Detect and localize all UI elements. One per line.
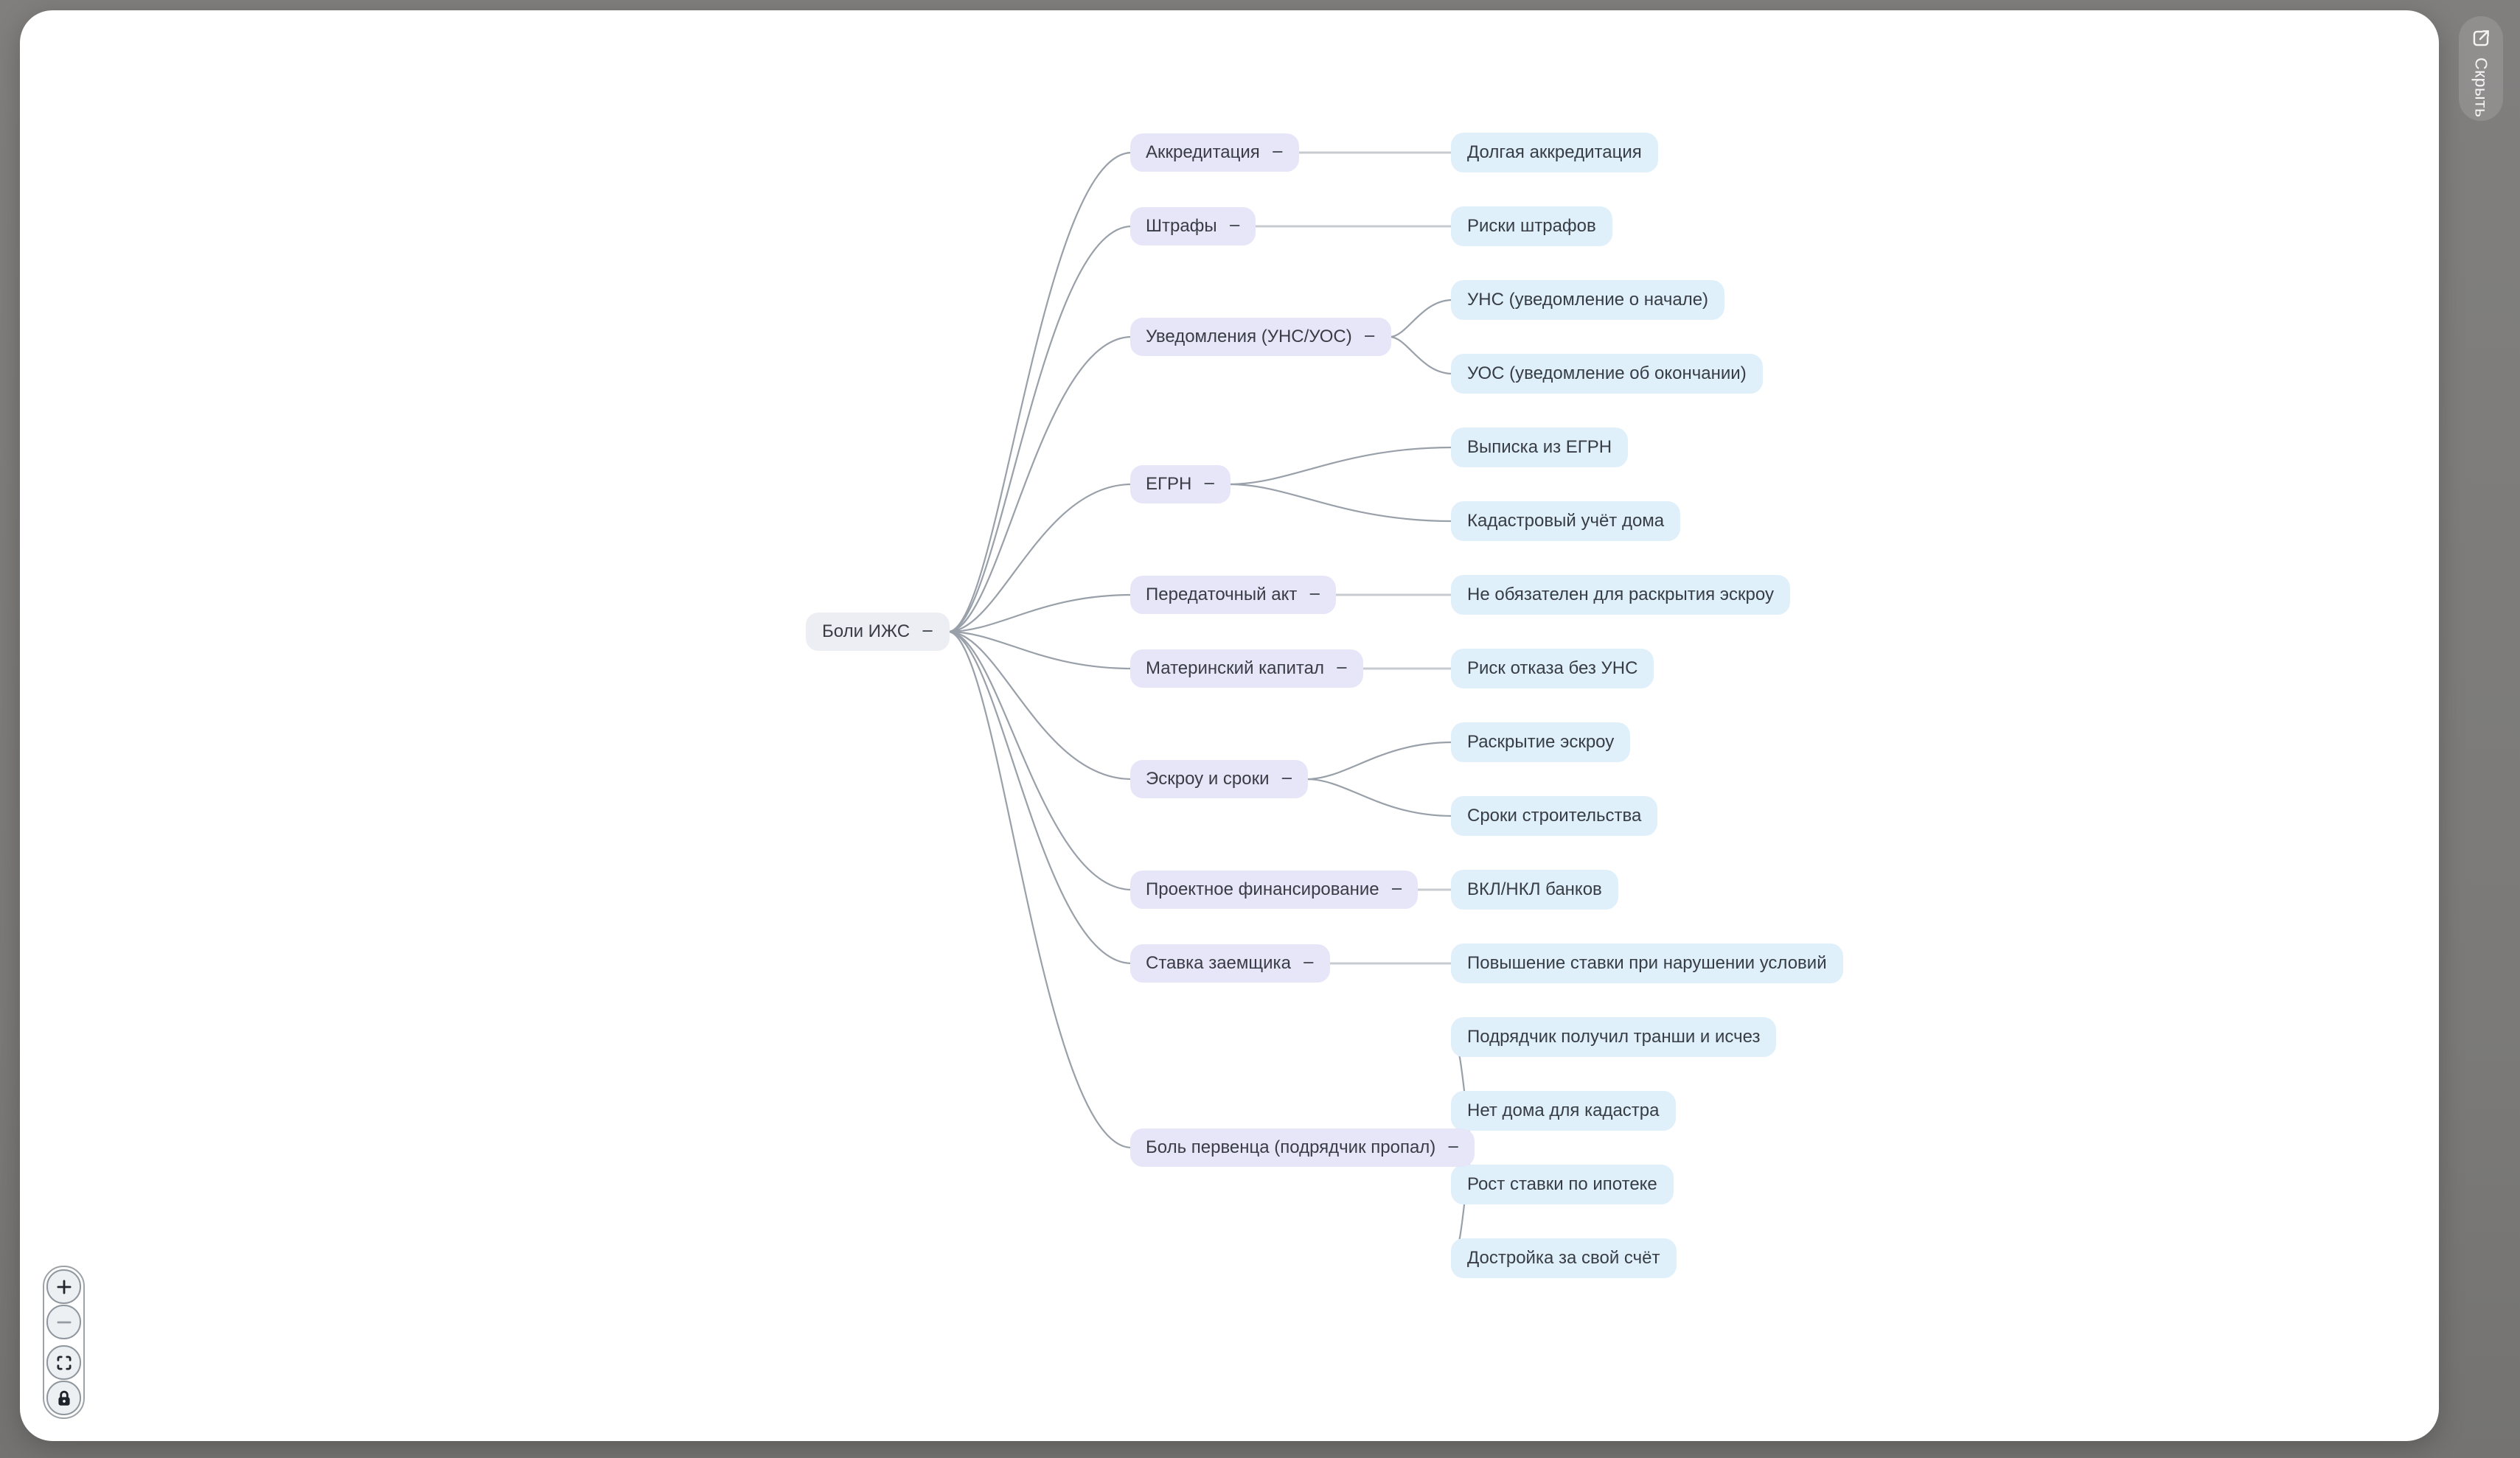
leaf-node[interactable]: Риски штрафов [1451, 206, 1612, 246]
connector-line [1389, 335, 1453, 375]
node-label: Подрядчик получил транши и исчез [1467, 1027, 1761, 1047]
node-label: Штрафы [1146, 216, 1217, 236]
leaf-node[interactable]: Выписка из ЕГРН [1451, 428, 1629, 467]
node-label: Нет дома для кадастра [1467, 1101, 1660, 1120]
node-label: Проектное финансирование [1146, 879, 1379, 899]
hide-panel-label: Скрыть [2471, 57, 2491, 118]
collapse-toggle[interactable]: − [1447, 1136, 1460, 1158]
hide-panel-tab[interactable]: Скрыть [2459, 16, 2503, 121]
node-label: Риск отказа без УНС [1467, 658, 1638, 678]
leaf-node[interactable]: Рост ставки по ипотеке [1451, 1165, 1674, 1204]
node-label: Не обязателен для раскрытия эскроу [1467, 585, 1774, 604]
collapse-toggle[interactable]: − [1281, 767, 1293, 789]
connector-line [947, 483, 1132, 633]
collapse-toggle[interactable]: − [1228, 214, 1241, 237]
collapse-toggle[interactable]: − [1336, 657, 1348, 679]
zoom-controls [43, 1266, 85, 1419]
node-label: УОС (уведомление об окончании) [1467, 363, 1747, 383]
connector-line [947, 630, 1132, 781]
connector-line [947, 630, 1132, 670]
connector-line [947, 151, 1132, 633]
branch-node[interactable]: Боль первенца (подрядчик пропал)− [1130, 1129, 1475, 1167]
node-label: УНС (уведомление о начале) [1467, 290, 1709, 310]
node-label: Риски штрафов [1467, 216, 1596, 236]
plus-icon [56, 1279, 72, 1294]
connector-line [947, 225, 1132, 633]
branch-node[interactable]: ЕГРН− [1130, 465, 1231, 503]
leaf-node[interactable]: Подрядчик получил транши и исчез [1451, 1017, 1777, 1057]
branch-node[interactable]: Передаточный акт− [1130, 576, 1337, 614]
expand-icon [2473, 30, 2489, 46]
zoom-out-button[interactable] [46, 1305, 81, 1339]
leaf-node[interactable]: Не обязателен для раскрытия эскроу [1451, 575, 1790, 615]
collapse-toggle[interactable]: − [922, 620, 933, 642]
minus-icon [56, 1321, 72, 1323]
leaf-node[interactable]: Раскрытие эскроу [1451, 722, 1631, 762]
branch-node[interactable]: Штрафы− [1130, 207, 1256, 245]
leaf-node[interactable]: Сроки строительства [1451, 796, 1658, 836]
connector-line [1389, 299, 1453, 338]
node-label: Аккредитация [1146, 142, 1260, 162]
branch-node[interactable]: Проектное финансирование− [1130, 871, 1419, 909]
node-label: Передаточный акт [1146, 585, 1298, 604]
connector-line [1228, 483, 1453, 523]
fit-view-button[interactable] [46, 1345, 81, 1380]
node-label: Ставка заемщика [1146, 953, 1291, 973]
connector-line [947, 335, 1132, 633]
branch-node[interactable]: Ставка заемщика− [1130, 944, 1330, 983]
node-label: ВКЛ/НКЛ банков [1467, 879, 1602, 899]
leaf-node[interactable]: Повышение ставки при нарушении условий [1451, 943, 1843, 983]
connector-line [1228, 446, 1453, 486]
node-label: Боль первенца (подрядчик пропал) [1146, 1137, 1436, 1157]
connector-line [947, 630, 1132, 891]
root-node[interactable]: Боли ИЖС− [806, 613, 950, 651]
collapse-toggle[interactable]: − [1309, 583, 1321, 605]
node-label: Кадастровый учёт дома [1467, 511, 1665, 531]
node-label: Боли ИЖС [822, 621, 911, 641]
leaf-node[interactable]: УОС (уведомление об окончании) [1451, 354, 1763, 394]
connector-line [1306, 741, 1453, 781]
fit-view-icon [56, 1355, 72, 1370]
leaf-node[interactable]: Долгая аккредитация [1451, 133, 1658, 172]
branch-node[interactable]: Материнский капитал− [1130, 649, 1363, 688]
leaf-node[interactable]: Нет дома для кадастра [1451, 1091, 1676, 1131]
leaf-node[interactable]: Достройка за свой счёт [1451, 1238, 1677, 1278]
branch-node[interactable]: Аккредитация− [1130, 133, 1299, 172]
collapse-toggle[interactable]: − [1390, 878, 1403, 900]
collapse-toggle[interactable]: − [1363, 325, 1376, 347]
connector-line [947, 630, 1132, 1149]
node-label: Достройка за свой счёт [1467, 1248, 1660, 1268]
zoom-in-button[interactable] [46, 1269, 81, 1304]
leaf-node[interactable]: Риск отказа без УНС [1451, 649, 1654, 688]
branch-node[interactable]: Уведомления (УНС/УОС)− [1130, 318, 1391, 356]
leaf-node[interactable]: ВКЛ/НКЛ банков [1451, 870, 1618, 910]
node-label: Сроки строительства [1467, 806, 1642, 826]
node-label: Эскроу и сроки [1146, 769, 1270, 789]
node-label: Раскрытие эскроу [1467, 732, 1615, 752]
connector-line [947, 630, 1132, 965]
node-label: Материнский капитал [1146, 658, 1324, 678]
node-label: Рост ставки по ипотеке [1467, 1174, 1657, 1194]
leaf-node[interactable]: Кадастровый учёт дома [1451, 501, 1681, 541]
leaf-node[interactable]: УНС (уведомление о начале) [1451, 280, 1725, 320]
collapse-toggle[interactable]: − [1203, 472, 1216, 495]
lock-icon [58, 1390, 70, 1406]
node-label: ЕГРН [1146, 474, 1192, 494]
collapse-toggle[interactable]: − [1302, 952, 1315, 974]
lock-button[interactable] [46, 1381, 81, 1415]
branch-node[interactable]: Эскроу и сроки− [1130, 760, 1309, 798]
node-label: Выписка из ЕГРН [1467, 437, 1612, 457]
node-label: Повышение ставки при нарушении условий [1467, 953, 1827, 973]
connector-line [947, 593, 1132, 633]
collapse-toggle[interactable]: − [1271, 141, 1284, 163]
node-label: Долгая аккредитация [1467, 142, 1642, 162]
connector-line [1306, 778, 1453, 817]
node-label: Уведомления (УНС/УОС) [1146, 327, 1352, 346]
